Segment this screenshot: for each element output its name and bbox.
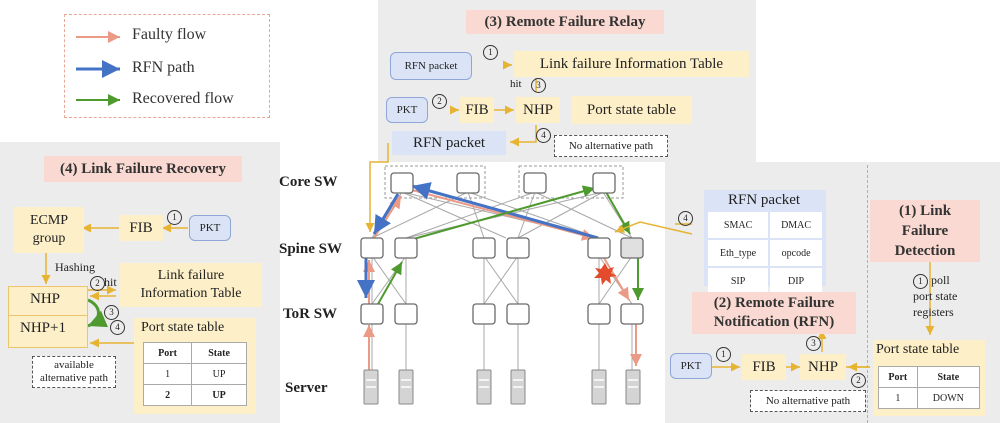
rfn-path — [357, 182, 599, 298]
panel4-row1-port: 1 — [142, 363, 193, 385]
panel3-step1-badge: 1 — [483, 45, 498, 60]
panel2-step1-badge: 1 — [716, 347, 731, 362]
panel4-nhp: NHP — [30, 291, 61, 307]
panel3-title: (3) Remote Failure Relay — [466, 10, 664, 34]
panel4-pkt: PKT — [189, 215, 231, 241]
servers — [363, 369, 641, 405]
server-slots — [366, 379, 638, 388]
faulty-flow — [363, 189, 642, 370]
panel4-row2-port: 2 — [142, 384, 193, 406]
panel3-step2-badge: 2 — [432, 94, 447, 109]
legend-faulty-label: Faulty flow — [132, 26, 207, 43]
layer-server-label: Server — [285, 380, 328, 396]
panel4-port-state-title: Port state table — [141, 320, 225, 335]
legend-rfn-label: RFN path — [132, 59, 195, 76]
link-failure-burst-icon — [594, 263, 617, 285]
rfn-field-opcode: opcode — [770, 240, 822, 266]
nhp-switch-arrow — [87, 298, 109, 328]
panel1-poll: poll port state registers — [913, 273, 958, 319]
panel4-hit-label: hit — [104, 275, 117, 289]
legend-recovered-label: Recovered flow — [132, 90, 234, 107]
panel1-title: (1) Link Failure Detection — [870, 200, 980, 262]
panel3-no-alt-path: No alternative path — [554, 135, 668, 157]
panel4-row1-state: UP — [191, 363, 247, 385]
panel1-col-port: Port — [878, 366, 918, 388]
panel1-row1-port: 1 — [878, 387, 918, 409]
spine-tor-links — [371, 255, 633, 305]
panel3-fib: FIB — [460, 97, 494, 123]
panel4-fib: FIB — [119, 215, 163, 241]
legend-box — [64, 14, 270, 118]
panel2-title: (2) Remote Failure Notification (RFN) — [692, 292, 856, 334]
panel4-col-state: State — [191, 342, 247, 364]
core-group-left — [384, 165, 486, 199]
panel1-col-state: State — [916, 366, 981, 388]
panel4-row2-state: UP — [191, 384, 247, 406]
panel4-nhp-group — [8, 286, 88, 348]
panel4-available-alt: available alternative path — [32, 356, 116, 388]
panel3-lfit: Link failure Information Table — [514, 51, 749, 77]
panel4-step2-badge: 2 — [90, 276, 105, 291]
panel4-title: (4) Link Failure Recovery — [44, 156, 242, 182]
rfn-field-smac: SMAC — [708, 212, 769, 238]
panel4-nhp1: NHP+1 — [20, 320, 66, 336]
panel3-hit-label: hit — [510, 78, 522, 90]
tor-server-links — [371, 322, 633, 370]
control-arrows — [41, 60, 935, 372]
panel2-pkt: PKT — [670, 353, 712, 379]
panel4-col-port: Port — [142, 342, 193, 364]
panel2-nhp: NHP — [800, 354, 846, 380]
panel2-step2-badge: 2 — [851, 373, 866, 388]
rfn-field-sip: SIP — [708, 268, 769, 294]
panel3-rfn-packet-out: RFN packet — [392, 131, 506, 155]
rfn-field-dip: DIP — [770, 268, 822, 294]
panel3-pkt: PKT — [386, 97, 428, 123]
panel2-no-alt-path: No alternative path — [750, 390, 866, 412]
panel4-nhp-divider — [8, 315, 88, 316]
layer-spine-label: Spine SW — [279, 241, 342, 257]
panel4-hashing-label: Hashing — [55, 260, 95, 274]
spine-switches — [360, 237, 644, 259]
tor-switches — [360, 303, 644, 325]
panel3-rfn-packet: RFN packet — [390, 52, 472, 80]
panel3-nhp: NHP — [516, 97, 560, 123]
panel2-fib: FIB — [742, 354, 786, 380]
panel-separator — [867, 165, 868, 423]
panel2-step3-badge: 3 — [806, 336, 821, 351]
legend-arrows — [76, 31, 120, 106]
panel1-port-state-title: Port state table — [876, 342, 960, 357]
panel4-ecmp-group: ECMP group — [14, 207, 84, 253]
panel4-step4-badge: 4 — [110, 320, 125, 335]
core-switches — [390, 172, 616, 194]
core-group-right — [518, 165, 624, 199]
panel4-step3-badge: 3 — [104, 305, 119, 320]
panel4-lfit: Link failure Information Table — [120, 263, 262, 307]
panel3-port-state-table: Port state table — [571, 96, 692, 124]
panel1-row1-state: DOWN — [916, 387, 981, 409]
rfn-field-ethtype: Eth_type — [708, 240, 769, 266]
panel1-step1-badge: 1 — [913, 274, 928, 289]
panel3-step3-badge: 3 — [531, 78, 546, 93]
layer-tor-label: ToR SW — [283, 306, 338, 322]
rfn-field-dmac: DMAC — [770, 212, 822, 238]
panel3-step4-badge: 4 — [536, 128, 551, 143]
panel4-step1-badge: 1 — [167, 210, 182, 225]
layer-core-label: Core SW — [279, 174, 338, 190]
rfn-format-title: RFN packet — [728, 192, 801, 208]
rfn-step4-badge: 4 — [678, 211, 693, 226]
